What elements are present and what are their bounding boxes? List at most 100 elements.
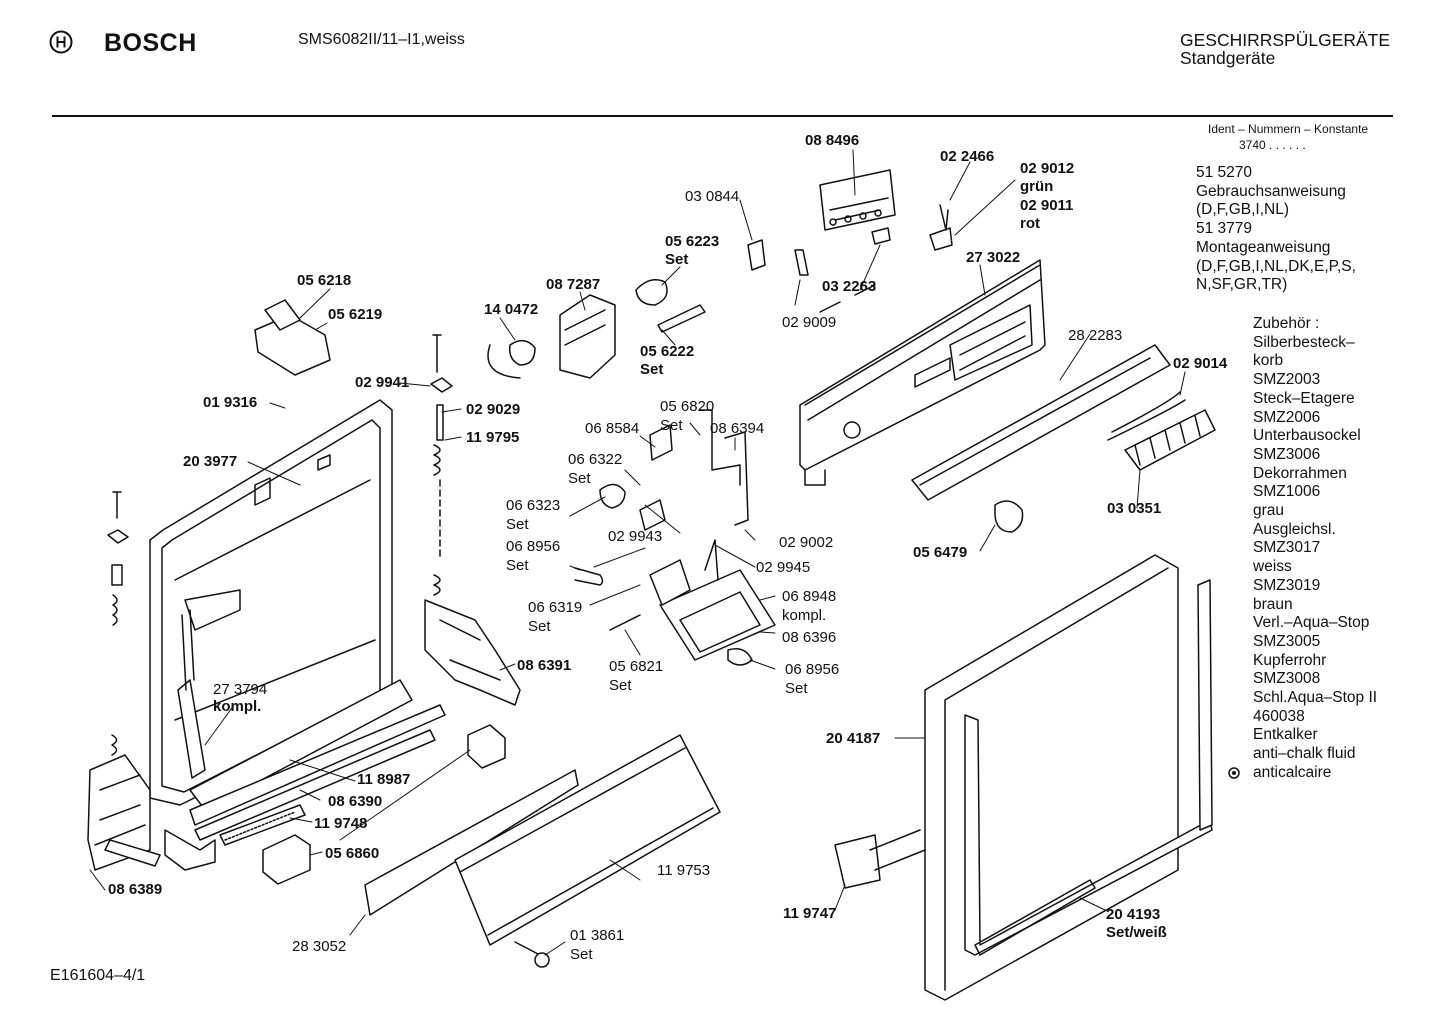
part-label: 28 3052 — [292, 938, 347, 955]
accessory-line: anti–chalk fluid — [1253, 745, 1356, 763]
part-label: Set/weiß — [1106, 924, 1167, 941]
push-buttons-drawing — [1107, 391, 1216, 471]
part-label: 02 2466 — [940, 148, 995, 165]
accessory-line: SMZ3005 — [1253, 632, 1321, 650]
accessory-line: SMZ3006 — [1253, 445, 1321, 463]
accessory-line: SMZ1006 — [1253, 483, 1321, 501]
part-label: Set — [570, 946, 593, 963]
part-label: 02 9012 — [1020, 160, 1075, 177]
part-label: 28 2283 — [1068, 327, 1123, 344]
accessory-line: Verl.–Aqua–Stop — [1253, 614, 1370, 632]
part-label: 02 9029 — [466, 401, 521, 418]
part-label: 06 6323 — [506, 497, 561, 514]
part-label: Set — [528, 618, 551, 635]
part-label: grün — [1020, 178, 1054, 195]
part-label: 02 9014 — [1173, 355, 1228, 372]
part-label: Set — [568, 470, 591, 487]
part-label: 05 6860 — [325, 845, 380, 862]
header-rule — [52, 115, 1393, 117]
part-label: kompl. — [782, 607, 827, 624]
part-label: 02 9011 — [1020, 197, 1074, 214]
accessory-line: SMZ2006 — [1253, 408, 1321, 426]
appliance-category: GESCHIRRSPÜLGERÄTE — [1180, 30, 1391, 50]
dispenser-drawing — [574, 409, 776, 666]
documentation-line: Montageanweisung — [1196, 238, 1331, 256]
documentation-line: 51 5270 — [1196, 164, 1253, 181]
knob-drawing — [994, 500, 1024, 533]
accessory-line: Dekorrahmen — [1253, 464, 1347, 482]
part-label: 08 6389 — [108, 881, 163, 898]
part-label: Set — [665, 251, 689, 268]
part-label: 27 3022 — [966, 249, 1021, 266]
ident-value: 3740 . . . . . . — [1239, 138, 1306, 152]
part-label: 06 6322 — [568, 451, 623, 468]
part-label: 11 8987 — [357, 771, 411, 788]
accessory-line: braun — [1253, 595, 1293, 613]
accessory-line: anticalcaire — [1253, 763, 1332, 781]
feet-drawing — [262, 724, 506, 885]
clip-drawing — [834, 829, 926, 889]
part-label: 11 9747 — [783, 905, 837, 922]
part-label: 06 8956 — [506, 538, 561, 555]
bosch-logo-icon — [49, 30, 73, 54]
timer-motor-drawing — [487, 294, 616, 379]
documentation-line: 51 3779 — [1196, 220, 1253, 238]
part-label: 08 6391 — [517, 657, 572, 674]
part-label: Set — [506, 516, 529, 533]
part-label: Set — [506, 557, 529, 574]
part-label: 01 9316 — [203, 394, 258, 411]
part-label: 11 9753 — [657, 862, 711, 879]
ident-heading: Ident – Nummern – Konstante — [1208, 122, 1369, 136]
part-label: Set — [660, 417, 683, 434]
model-number: SMS6082II/11–I1,weiss — [298, 31, 465, 48]
accessory-line: Kupferrohr — [1253, 651, 1327, 669]
part-label: 11 9748 — [314, 815, 368, 832]
part-label: 03 0844 — [685, 188, 740, 205]
base-frame-drawing — [924, 554, 1213, 1001]
part-label: Set — [785, 680, 808, 697]
part-label: 01 3861 — [570, 927, 625, 944]
accessory-line: Entkalker — [1253, 726, 1318, 744]
part-label: 14 0472 — [484, 301, 539, 318]
accessory-line: grau — [1253, 502, 1285, 520]
accessory-line: Zubehör : — [1253, 315, 1320, 332]
decor-strip-drawing — [911, 344, 1171, 501]
documentation-line: N,SF,GR,TR) — [1196, 276, 1288, 294]
part-label: 05 6223 — [665, 233, 720, 250]
part-label: 05 6222 — [640, 343, 695, 360]
part-label: 11 9795 — [466, 429, 520, 446]
part-label: 08 6390 — [328, 793, 383, 810]
kick-plates-drawing — [364, 734, 721, 946]
part-label: 05 6821 — [609, 658, 664, 675]
accessory-line: Steck–Etagere — [1253, 389, 1355, 407]
part-label: Set — [640, 361, 664, 378]
part-label: 02 9002 — [779, 534, 834, 551]
accessory-line: SMZ3008 — [1253, 670, 1321, 688]
part-label: 08 6394 — [710, 420, 765, 437]
part-label: 05 6219 — [328, 306, 383, 323]
part-label: 05 6479 — [913, 544, 968, 561]
part-label: 05 6820 — [660, 398, 715, 415]
part-label: 02 9009 — [782, 314, 837, 331]
leader-lines — [89, 149, 1186, 956]
accessory-line: SMZ3019 — [1253, 576, 1321, 594]
part-label: 08 6396 — [782, 629, 837, 646]
part-label: kompl. — [213, 698, 262, 715]
part-label: 06 8948 — [782, 588, 837, 605]
part-label: 20 3977 — [183, 453, 238, 470]
part-label: 03 2263 — [822, 278, 877, 295]
accessory-line: 460038 — [1253, 707, 1305, 725]
documentation-line: (D,F,GB,I,NL) — [1196, 201, 1290, 219]
door-bottom-strips-drawing — [164, 679, 446, 871]
part-label: 08 8496 — [805, 132, 860, 149]
door-hinge-left-drawing — [87, 491, 161, 871]
accessory-line: Schl.Aqua–Stop II — [1253, 689, 1378, 707]
part-label: 05 6218 — [297, 272, 352, 289]
part-label: Set — [609, 677, 632, 694]
accessory-line: weiss — [1253, 558, 1292, 576]
part-label: 02 9945 — [756, 559, 811, 576]
switch-parts-drawing — [635, 169, 953, 333]
brand-name: BOSCH — [104, 29, 197, 57]
